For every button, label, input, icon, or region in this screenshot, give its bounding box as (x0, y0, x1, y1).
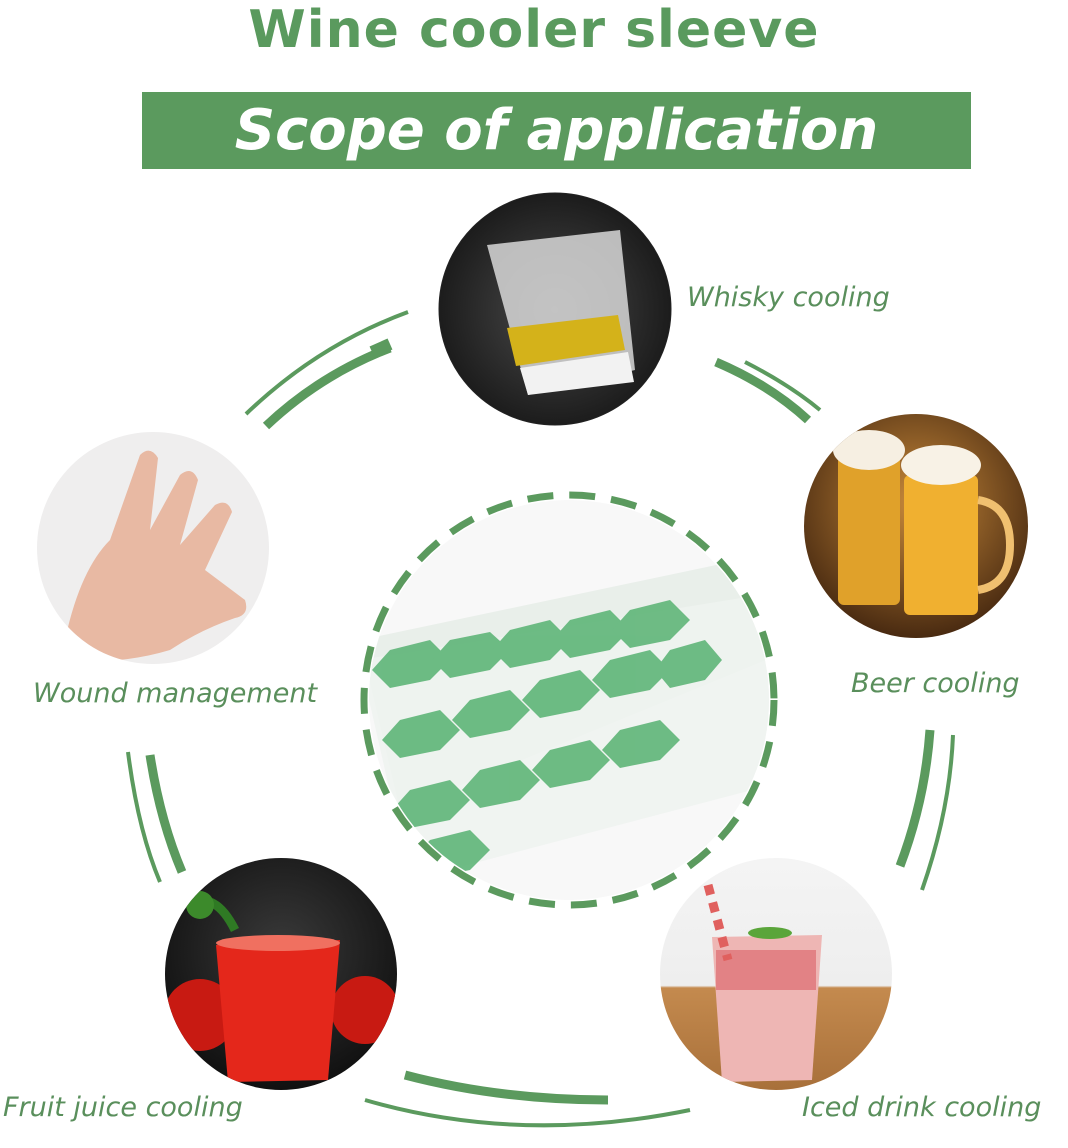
juice-image (165, 858, 397, 1090)
center-dashed-ring (360, 491, 778, 909)
label-iced-drink-cooling: Iced drink cooling (802, 1092, 1042, 1123)
label-beer-cooling: Beer cooling (851, 668, 1020, 699)
outer-ring-arcs (126, 310, 955, 1128)
beer-image (804, 414, 1028, 638)
label-fruit-juice-cooling: Fruit juice cooling (3, 1092, 243, 1123)
section-banner: Scope of application (142, 92, 971, 169)
sleeve-image (369, 500, 769, 900)
label-wound-management: Wound management (33, 678, 318, 709)
whisky-image (439, 193, 671, 425)
label-whisky-cooling: Whisky cooling (687, 282, 890, 313)
whisky-frame (438, 192, 672, 426)
iced-drink-image (660, 858, 892, 1090)
page-title: Wine cooler sleeve (248, 0, 820, 60)
hand-image (37, 432, 269, 664)
